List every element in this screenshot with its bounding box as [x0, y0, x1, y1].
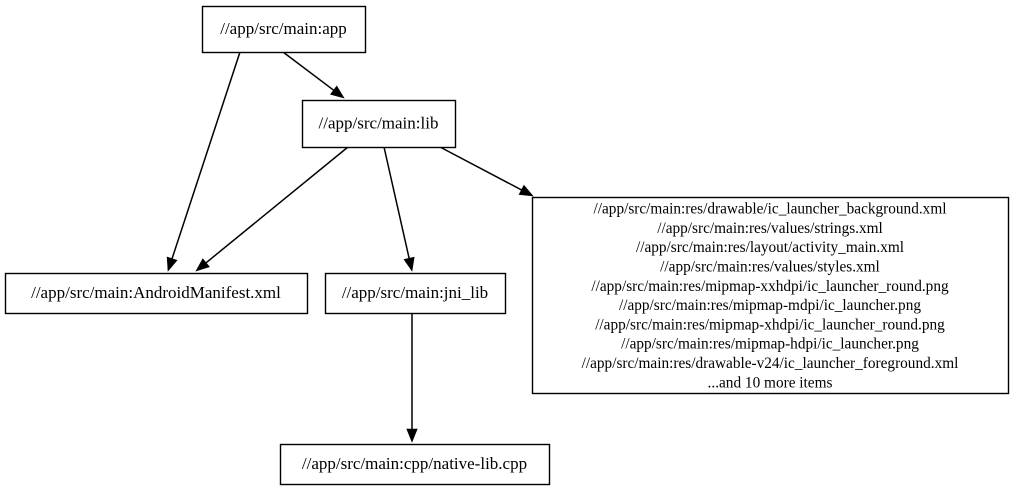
node-label-line: //app/src/main:res/mipmap-mdpi/ic_launch…: [619, 297, 921, 314]
edge-arrowhead: [518, 184, 534, 197]
edge-arrowhead: [166, 256, 178, 272]
node-label-line: //app/src/main:res/drawable/ic_launcher_…: [594, 201, 947, 218]
node-label: //app/src/main:app: [220, 19, 347, 38]
edges-layer: [166, 51, 534, 443]
edge-lib-to-jni-lib[interactable]: [383, 146, 415, 272]
edge-shaft: [439, 146, 522, 191]
node-jni-lib[interactable]: //app/src/main:jni_lib: [324, 272, 507, 315]
edge-app-to-android-manifest[interactable]: [166, 51, 241, 272]
nodes-layer: //app/src/main:app //app/src/main:lib //ap…: [4, 5, 1010, 486]
node-label-line: //app/src/main:res/values/strings.xml: [657, 220, 883, 237]
node-box: [279, 443, 551, 486]
node-label-line: ...and 10 more items: [708, 374, 833, 391]
node-android-manifest[interactable]: //app/src/main:AndroidManifest.xml: [4, 272, 309, 315]
edge-shaft: [383, 146, 410, 259]
node-box: [531, 196, 1010, 395]
edge-lib-to-android-manifest[interactable]: [195, 146, 349, 272]
node-label: //app/src/main:AndroidManifest.xml: [31, 283, 281, 302]
node-label: //app/src/main:lib: [319, 113, 439, 132]
node-label-line: //app/src/main:res/mipmap-hdpi/ic_launch…: [621, 336, 919, 353]
node-label-line: //app/src/main:res/drawable-v24/ic_launc…: [582, 355, 959, 372]
node-lib[interactable]: //app/src/main:lib: [301, 99, 457, 149]
edge-arrowhead: [195, 258, 210, 272]
node-box: [4, 272, 309, 315]
node-label-line: //app/src/main:res/mipmap-xhdpi/ic_launc…: [595, 316, 945, 333]
node-label-line: //app/src/main:res/mipmap-xxhdpi/ic_laun…: [591, 278, 949, 295]
edge-shaft: [282, 51, 335, 91]
node-box: [324, 272, 507, 315]
node-label-line: //app/src/main:res/values/styles.xml: [660, 258, 880, 275]
node-box: [201, 5, 367, 54]
node-label-line: //app/src/main:res/layout/activity_main.…: [636, 239, 904, 256]
edge-jni-lib-to-native-lib[interactable]: [406, 313, 418, 443]
edge-arrowhead: [329, 85, 345, 99]
node-resources-group[interactable]: //app/src/main:res/drawable/ic_launcher_…: [531, 196, 1010, 395]
edge-shaft: [171, 51, 241, 259]
edge-arrowhead: [406, 428, 418, 443]
edge-arrowhead: [403, 256, 415, 272]
edge-lib-to-resources-group[interactable]: [439, 146, 534, 197]
edge-shaft: [205, 146, 349, 264]
node-app[interactable]: //app/src/main:app: [201, 5, 367, 54]
node-box: [301, 99, 457, 149]
node-label: //app/src/main:jni_lib: [342, 283, 488, 302]
node-native-lib-cpp[interactable]: //app/src/main:cpp/native-lib.cpp: [279, 443, 551, 486]
node-label: //app/src/main:cpp/native-lib.cpp: [302, 454, 527, 473]
edge-app-to-lib[interactable]: [282, 51, 345, 99]
